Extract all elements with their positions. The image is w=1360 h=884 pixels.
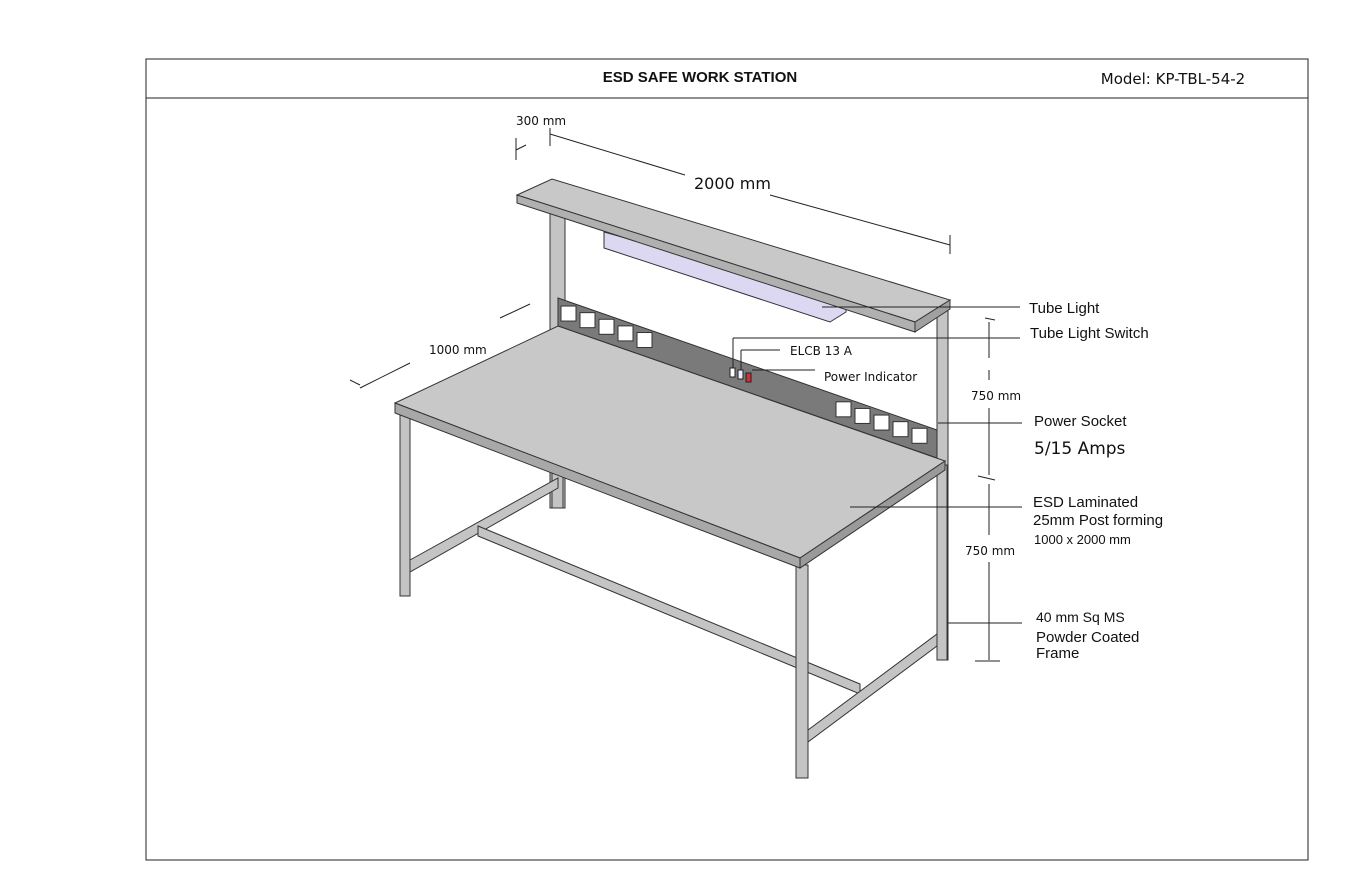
power-socket: [617, 325, 634, 342]
label-socket-rating: 5/15 Amps: [1034, 439, 1126, 459]
power-sockets: [560, 305, 928, 444]
label-power-indicator: Power Indicator: [824, 370, 917, 384]
workstation: [393, 178, 952, 779]
front-right-leg: [795, 564, 809, 779]
label-top-line2: 25mm Post forming: [1033, 512, 1163, 529]
label-frame-line3: Frame: [1036, 645, 1079, 662]
power-socket: [854, 407, 871, 424]
power-socket: [873, 414, 890, 431]
label-power-socket: Power Socket: [1034, 413, 1127, 430]
dim-upper-height: 750 mm: [971, 389, 1021, 403]
dim-lower-height: 750 mm: [965, 544, 1015, 558]
power-socket: [911, 427, 928, 444]
power-indicator: [745, 372, 752, 383]
power-socket: [835, 401, 852, 418]
elcb: [737, 369, 744, 380]
dim-length: 2000 mm: [694, 174, 771, 193]
power-socket: [892, 421, 909, 438]
model-number: Model: KP-TBL-54-2: [1101, 70, 1245, 88]
right-side-rail: [807, 627, 946, 743]
label-top-line3: 1000 x 2000 mm: [1034, 532, 1131, 547]
frame-border: [145, 58, 1309, 861]
label-frame-line2: Powder Coated: [1036, 629, 1139, 646]
front-left-leg: [399, 409, 411, 597]
drawing-title: ESD SAFE WORK STATION: [603, 69, 797, 86]
shelf-top: [515, 178, 952, 323]
dim-table-depth: 1000 mm: [429, 343, 487, 357]
label-top-line1: ESD Laminated: [1033, 494, 1138, 511]
back-right-leg: [936, 464, 948, 661]
power-socket: [636, 332, 653, 349]
tube-light-switch: [729, 367, 736, 378]
label-tube-light-switch: Tube Light Switch: [1030, 325, 1149, 342]
power-socket: [598, 318, 615, 335]
leader-lines: [732, 306, 1022, 624]
label-elcb: ELCB 13 A: [790, 344, 853, 358]
label-tube-light: Tube Light: [1029, 300, 1100, 317]
power-socket: [579, 312, 596, 329]
dimension-lines: [349, 128, 1000, 662]
table-side-edge: [799, 460, 946, 569]
label-frame-line1: 40 mm Sq MS: [1036, 609, 1125, 625]
dim-shelf-depth: 300 mm: [516, 114, 566, 128]
power-socket: [560, 305, 577, 322]
